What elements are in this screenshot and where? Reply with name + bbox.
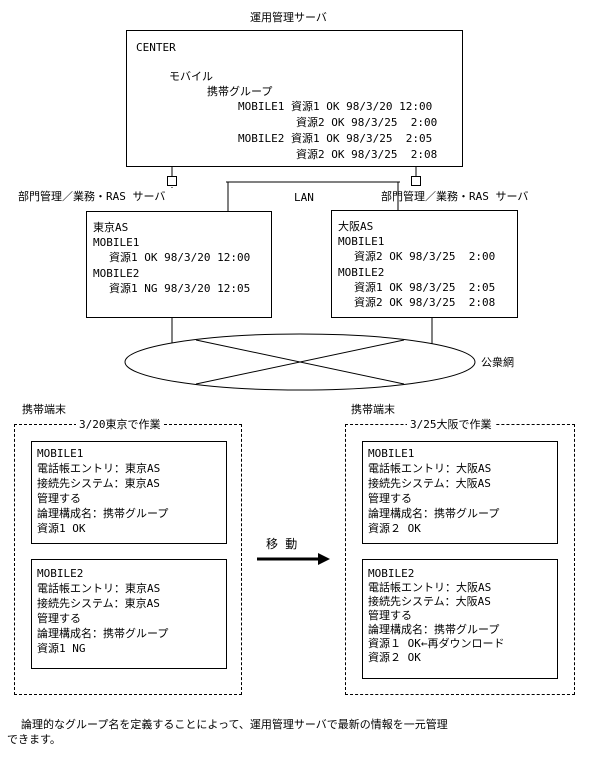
terminal-left-heading: 携帯端末 [22,403,66,416]
osaka-mobile2-r2: 資源2 OK 98/3/25 2:08 [354,296,496,309]
card-line: 資源２ OK [368,651,421,664]
card-line: MOBILE2 [37,567,84,580]
terminal-right-heading: 携帯端末 [351,403,395,416]
card-line: 管理する [37,492,81,505]
card-line: 資源1 NG [37,642,86,655]
card-line: 接続先システム：東京AS [37,597,160,610]
tokyo-mobile1-r1: 資源1 OK 98/3/20 12:00 [109,251,251,264]
osaka-mobile1-r2: 資源2 OK 98/3/25 2:00 [354,250,496,263]
card-line: 接続先システム：大阪AS [368,595,491,608]
tree-mobile2-r2: 資源2 OK 98/3/25 2:08 [296,148,438,161]
move-arrow-head [318,553,330,565]
tokyo-name: 東京AS [93,221,129,234]
terminal-right-card2: MOBILE2 電話帳エントリ：大阪AS 接続先システム：大阪AS 管理する 論… [362,559,558,679]
card-line: 資源２ OK [368,522,421,535]
tokyo-mobile2-r1: 資源1 NG 98/3/20 12:05 [109,282,251,295]
terminal-left-card2: MOBILE2 電話帳エントリ：東京AS 接続先システム：東京AS 管理する 論… [31,559,227,669]
card-line: 論理構成名：携帯グループ [368,623,500,636]
card-line: 電話帳エントリ：東京AS [37,462,161,475]
move-label: 移 動 [266,537,298,551]
tree-level2: 携帯グループ [207,85,273,98]
card-line: 管理する [368,492,412,505]
tokyo-mobile2: MOBILE2 [93,267,140,280]
dept-server-label-right: 部門管理／業務・RAS サーバ [381,190,529,203]
card-line: 管理する [37,612,81,625]
lan-port-left [167,176,177,186]
public-network-label: 公衆網 [481,356,514,369]
center-server-title: 運用管理サーバ [250,11,327,24]
footer-line2: できます。 [7,733,61,746]
card-line: MOBILE1 [368,447,415,460]
terminal-left-card1: MOBILE1 電話帳エントリ：東京AS 接続先システム：東京AS 管理する 論… [31,441,227,544]
card-line: 接続先システム：東京AS [37,477,160,490]
osaka-server-box: 大阪AS MOBILE1 資源2 OK 98/3/25 2:00 MOBILE2… [331,210,518,318]
card-line: MOBILE1 [37,447,84,460]
tree-mobile1-r1: MOBILE1 資源1 OK 98/3/20 12:00 [238,100,433,113]
lan-label: LAN [294,191,314,204]
card-line: 論理構成名：携帯グループ [37,627,169,640]
card-line: 接続先システム：大阪AS [368,477,491,490]
card-line: 資源１ OK←再ダウンロード [368,637,505,650]
osaka-mobile2-r1: 資源1 OK 98/3/25 2:05 [354,281,496,294]
terminal-right-card1: MOBILE1 電話帳エントリ：大阪AS 接続先システム：大阪AS 管理する 論… [362,441,558,544]
tokyo-server-box: 東京AS MOBILE1 資源1 OK 98/3/20 12:00 MOBILE… [86,211,272,318]
card-line: 電話帳エントリ：大阪AS [368,462,492,475]
tree-level1: モバイル [169,70,213,83]
tokyo-mobile1: MOBILE1 [93,236,140,249]
card-line: 論理構成名：携帯グループ [368,507,500,520]
center-server-box: CENTER モバイル 携帯グループ MOBILE1 資源1 OK 98/3/2… [126,30,463,167]
dept-server-label-left: 部門管理／業務・RAS サーバ [18,190,166,203]
tree-mobile2-r1: MOBILE2 資源1 OK 98/3/25 2:05 [238,132,433,145]
card-line: 電話帳エントリ：東京AS [37,582,161,595]
footer-line1: 論理的なグループ名を定義することによって、運用管理サーバで最新の情報を一元管理 [21,718,448,731]
terminal-right-caption: 3/25大阪で作業 [407,418,495,431]
osaka-name: 大阪AS [338,220,374,233]
osaka-mobile2: MOBILE2 [338,266,385,279]
osaka-mobile1: MOBILE1 [338,235,385,248]
lan-port-right [411,176,421,186]
card-line: 電話帳エントリ：大阪AS [368,581,492,594]
tree-root: CENTER [136,41,176,54]
terminal-left-caption: 3/20東京で作業 [76,418,164,431]
card-line: MOBILE2 [368,567,415,580]
card-line: 管理する [368,609,412,622]
tree-mobile1-r2: 資源2 OK 98/3/25 2:00 [296,116,438,129]
card-line: 論理構成名：携帯グループ [37,507,169,520]
card-line: 資源1 OK [37,522,86,535]
